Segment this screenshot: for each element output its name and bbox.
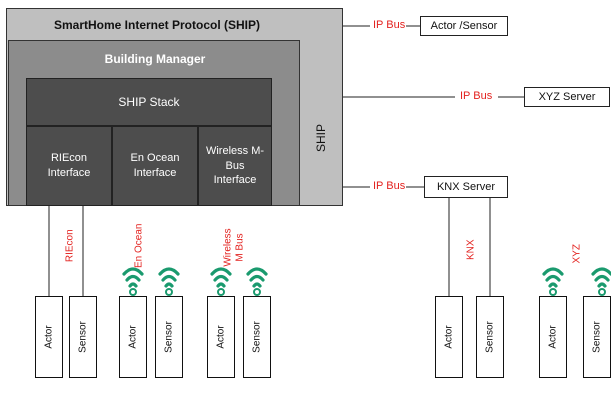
device-actor: Actor <box>207 296 235 378</box>
ip-bus-label-2: IP Bus <box>460 90 493 102</box>
wireless-icon <box>591 267 611 297</box>
xyz-server-box: XYZ Server <box>524 87 610 107</box>
device-sensor: Sensor <box>69 296 97 378</box>
device-sensor: Sensor <box>583 296 611 378</box>
wireless-icon <box>210 267 232 297</box>
device-actor: Actor <box>119 296 147 378</box>
device-sensor: Sensor <box>155 296 183 378</box>
device-actor: Actor <box>435 296 463 378</box>
wireless-icon <box>158 267 180 297</box>
actor-sensor-box: Actor /Sensor <box>420 16 508 36</box>
ship-stack: SHIP Stack <box>26 78 272 126</box>
interface-enocean: En Ocean Interface <box>112 126 198 206</box>
wireless-icon <box>122 267 144 297</box>
ship-title: SmartHome Internet Protocol (SHIP) <box>53 18 261 32</box>
device-actor: Actor <box>35 296 63 378</box>
device-sensor: Sensor <box>243 296 271 378</box>
knx-server-box: KNX Server <box>424 176 508 198</box>
wireless-icon <box>246 267 268 297</box>
ip-bus-label-3: IP Bus <box>373 180 406 192</box>
device-sensor: Sensor <box>476 296 504 378</box>
device-actor: Actor <box>539 296 567 378</box>
interface-wmbus: Wireless M-Bus Interface <box>198 126 272 206</box>
building-manager-title: Building Manager <box>104 52 206 66</box>
ip-bus-label-1: IP Bus <box>373 19 406 31</box>
wireless-icon <box>542 267 564 297</box>
interface-riecon: RIEcon Interface <box>26 126 112 206</box>
